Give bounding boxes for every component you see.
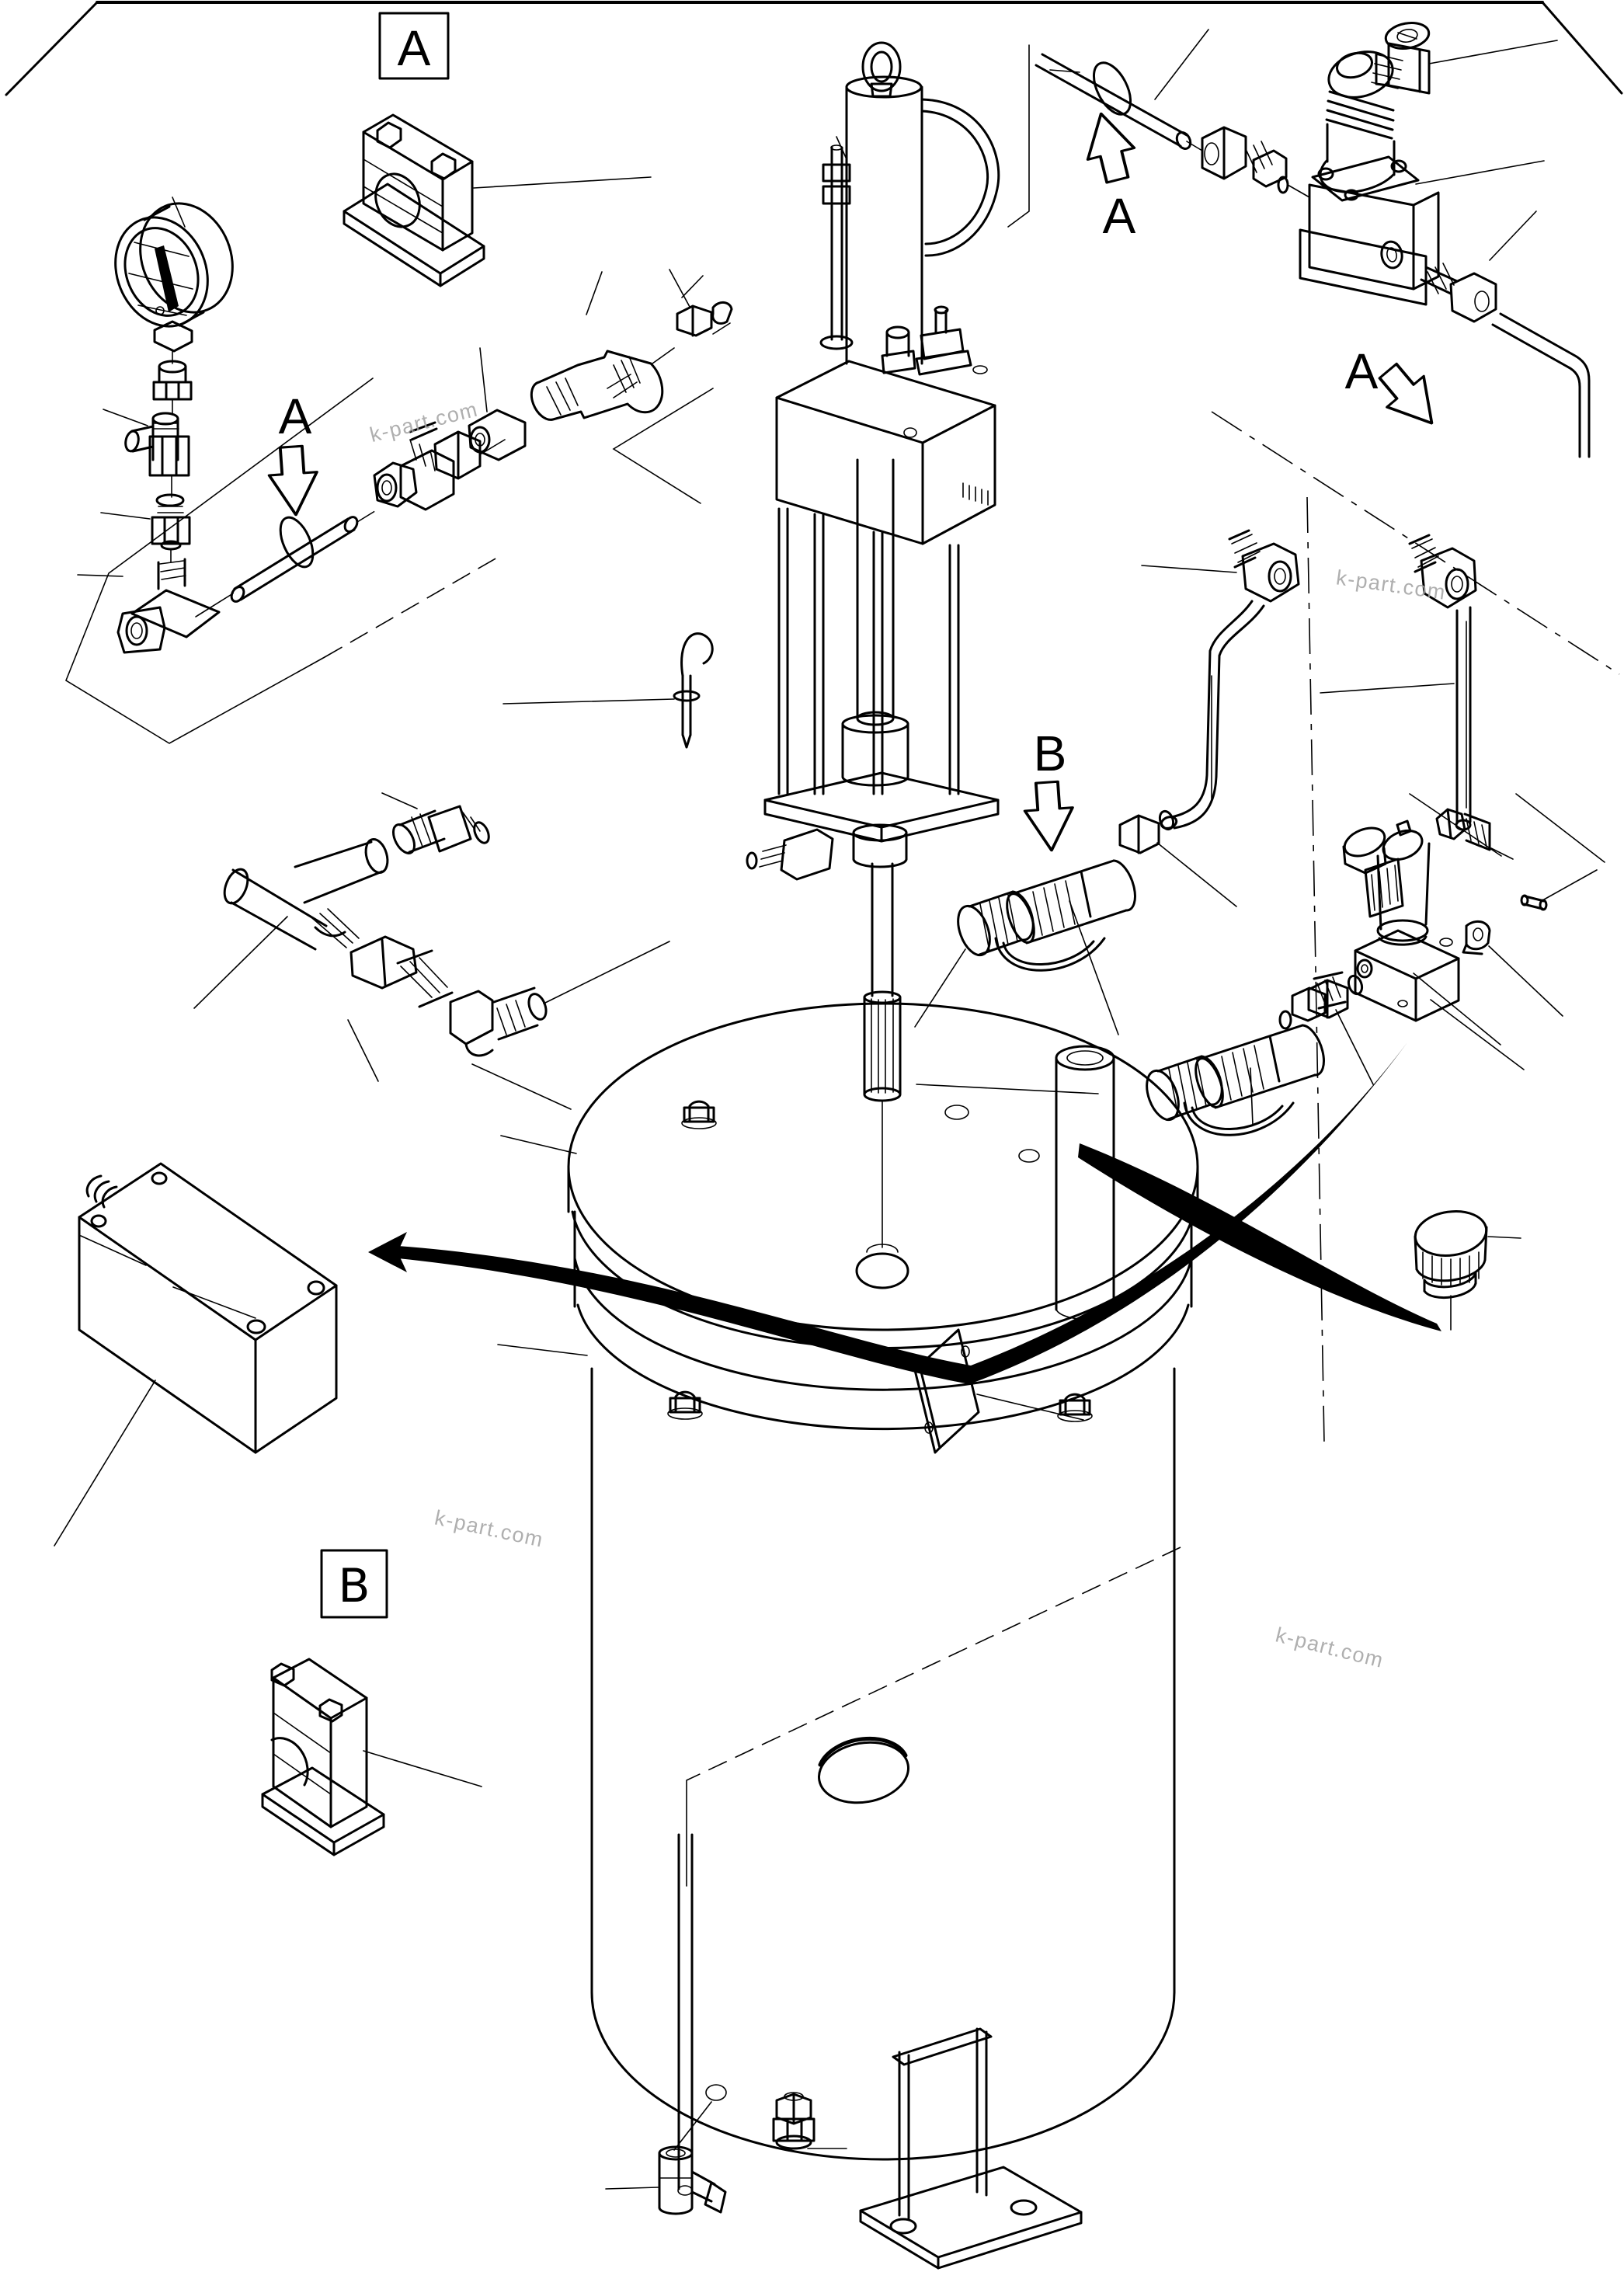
curved-arrow-right <box>1078 1143 1441 1331</box>
detail-b-box <box>320 1549 388 1619</box>
view-a-center-arrow-icon <box>1086 112 1136 184</box>
detail-b-callout: B <box>320 1549 388 1619</box>
branch-tee-assembly <box>373 301 733 511</box>
pump-tube <box>841 458 909 1248</box>
tee-handle-body <box>223 838 389 951</box>
tank-body <box>590 1367 1176 1994</box>
air-pipe-right <box>1491 312 1591 458</box>
view-a-left-letter: A <box>279 388 312 444</box>
view-b-arrow: B <box>1023 725 1074 852</box>
view-a-left-arrow-icon <box>267 444 318 517</box>
lid-cap-nuts <box>667 1100 1093 1422</box>
curved-arrow-left <box>398 1042 1407 1384</box>
solenoid-valve-right <box>1278 808 1548 1030</box>
pressure-gauge-assembly <box>114 202 234 654</box>
pipe-clamp-a <box>343 113 485 287</box>
level-gauge-tube <box>658 1833 815 2215</box>
valve-body-right <box>1354 929 1460 1022</box>
detail-a-box <box>378 12 450 80</box>
mounting-bracket <box>859 2027 1083 2270</box>
lid-hole <box>944 1105 969 1120</box>
air-hose-loop <box>920 98 1000 257</box>
pump-shaft-hole <box>855 1244 909 1289</box>
quick-coupler-male <box>530 350 664 421</box>
drain-elbow <box>658 2145 727 2215</box>
grease-tank <box>567 1002 1199 2161</box>
view-b-arrow-icon <box>1023 780 1074 852</box>
tube-grommet-top <box>1092 61 1132 116</box>
drawing-frame <box>5 1 1623 96</box>
pump-outlet-fitting <box>746 828 834 881</box>
pipe-clamp-b <box>261 1658 385 1856</box>
gauge-fitting-stack <box>124 360 193 563</box>
air-motor-pump <box>673 41 1000 1248</box>
detail-b-letter: B <box>338 1559 370 1613</box>
hook-rod <box>673 632 714 749</box>
watermark-2: k-part.com <box>1335 565 1448 604</box>
view-b-letter: B <box>1034 725 1067 781</box>
view-a-arrow-right: A <box>1345 343 1434 425</box>
view-a-right-arrow-icon <box>1378 362 1434 425</box>
elbow-90-fitting <box>449 986 548 1057</box>
air-valve-block <box>775 305 996 545</box>
lid-standoff <box>1055 1045 1115 1320</box>
coupler-body <box>1006 859 1136 945</box>
cap-strap <box>994 937 1106 972</box>
drain-hole <box>705 2084 727 2101</box>
leader-lines <box>54 29 1598 2190</box>
quick-coupler-b <box>957 809 1175 972</box>
cable-gland <box>85 1174 118 1209</box>
pump-cage <box>763 507 1000 843</box>
exhaust-tube <box>819 144 854 350</box>
air-supply-tube-left <box>230 509 378 603</box>
swivel-elbow-left <box>1160 529 1300 830</box>
gauge-needle <box>155 245 179 312</box>
detail-a-callout: A <box>378 12 450 80</box>
tube-grommet <box>279 516 315 569</box>
name-plate <box>913 1328 980 1454</box>
junction-box <box>78 1162 338 1454</box>
view-a-arrow-left: A <box>267 388 318 517</box>
vent-cap <box>1414 1210 1488 1300</box>
reducing-bushing <box>772 2092 815 2150</box>
view-a-arrow-center: A <box>1086 112 1136 244</box>
watermark-3: k-part.com <box>433 1506 546 1552</box>
clamp-tab <box>1462 920 1491 955</box>
dust-cap <box>957 890 1106 972</box>
lifting-eye <box>861 41 902 98</box>
curved-arrow-left-head <box>368 1232 407 1272</box>
outlet-fitting <box>1420 263 1497 323</box>
lid-hole <box>1018 1149 1040 1163</box>
pin-fitting <box>1520 894 1548 911</box>
run-tee-fitting <box>116 558 234 654</box>
solenoid-valve-top-right <box>1299 22 1591 458</box>
din-connector <box>1371 22 1431 95</box>
watermark-1: k-part.com <box>367 397 481 447</box>
air-motor-cylinder <box>845 75 923 365</box>
mounting-bolt <box>1435 808 1514 860</box>
view-a-right-letter: A <box>1345 343 1379 399</box>
assembly-direction-arrows <box>368 1042 1441 1384</box>
view-a-center-letter: A <box>1103 188 1136 244</box>
splined-shaft <box>863 990 902 1248</box>
ball-valve-assembly <box>223 805 548 1057</box>
watermark-4: k-part.com <box>1273 1623 1386 1672</box>
air-inlet-tube-top <box>1035 53 1310 198</box>
pressure-gauge <box>114 202 234 364</box>
detail-a-letter: A <box>398 20 431 76</box>
tank-opening <box>818 1741 909 1804</box>
